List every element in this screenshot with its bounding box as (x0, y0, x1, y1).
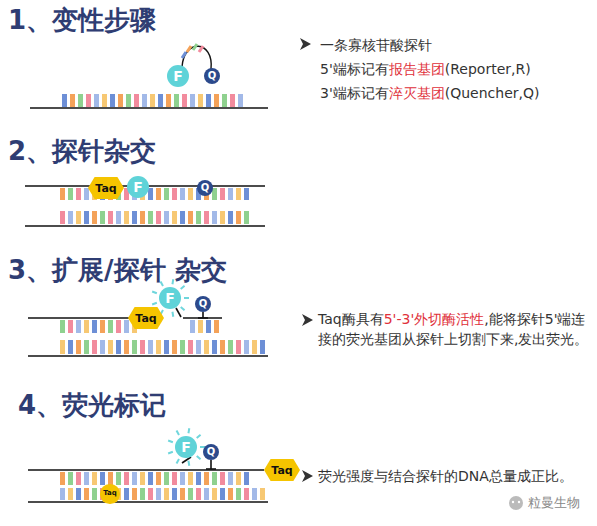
note-arrow (300, 38, 311, 50)
node-label: Taq (135, 313, 156, 324)
node-label: Q (207, 447, 216, 457)
probe-loop (182, 46, 211, 69)
highlight-text: 5'-3'外切酶活性 (384, 311, 485, 327)
note-text: 荧光强度与结合探针的DNA总量成正比。 (318, 466, 580, 486)
note-text: 荧光强度与结合探针的DNA总量成正比。 (318, 468, 573, 484)
step-heading: 1、变性步骤 (8, 2, 156, 40)
taq-hexagon: Taq (128, 307, 164, 329)
taq-hexagon: Taq (88, 177, 124, 199)
node-label: F (133, 180, 143, 194)
node-label: Q (208, 71, 217, 81)
linker (176, 308, 181, 317)
node-label: F (181, 440, 191, 454)
step-heading: 3、扩展/探针 杂交 (8, 255, 227, 285)
node-label: Q (201, 183, 210, 193)
highlight-text: 报告基团 (389, 61, 445, 77)
note-text: 3'端标记有淬灭基团(Quencher,Q) (320, 83, 539, 103)
watermark-icon (509, 496, 523, 510)
watermark-icon-eye (518, 501, 520, 503)
base-pairs (190, 320, 219, 333)
fluorescence-sparkle (168, 428, 205, 465)
reporter-circle: F (167, 65, 189, 87)
node-label: Q (199, 299, 208, 309)
base-pairs (60, 320, 137, 333)
node-label: F (173, 69, 183, 83)
note-text: 一条寡核苷酸探针 (320, 37, 432, 53)
dna-strand (28, 501, 268, 503)
step-heading: 2、探针杂交 (8, 136, 156, 166)
note-text: 5'端标记有报告基团(Reporter,R) (320, 59, 531, 79)
taq-dot: Taq (100, 484, 120, 504)
base-pairs (60, 340, 265, 354)
step-heading: 1、变性步骤 (8, 5, 156, 35)
note-text: 3'端标记有 (320, 85, 389, 101)
note-text: 一条寡核苷酸探针 (320, 35, 432, 55)
taq-hexagon: Taq (264, 459, 300, 481)
step-heading: 4、荧光标记 (18, 387, 166, 425)
node-label: F (165, 291, 175, 305)
quencher-circle: Q (203, 444, 219, 460)
quencher-circle: Q (195, 296, 211, 312)
watermark: 粒曼生物 (528, 495, 580, 510)
linker (206, 468, 216, 470)
highlight-text: 淬灭基团 (389, 85, 445, 101)
step-heading: 2、探针杂交 (8, 133, 156, 171)
reporter-circle: F (159, 287, 181, 309)
base-pairs (60, 472, 249, 485)
base-pairs (60, 188, 249, 200)
node-label: Taq (271, 465, 292, 476)
node-label: Taq (103, 490, 117, 497)
dna-strand (28, 355, 268, 357)
dna-strand (25, 225, 265, 227)
note-text: (Quencher,Q) (445, 85, 540, 101)
note-text: (Reporter,R) (445, 61, 531, 77)
probe-base (199, 46, 203, 52)
step-heading: 3、扩展/探针 杂交 (8, 252, 227, 290)
note-arrow (302, 314, 313, 326)
note-text: Taq酶具有5'-3'外切酶活性,能将探针5'端连接的荧光基团从探针上切割下来,… (318, 309, 590, 350)
quencher-circle: Q (197, 180, 213, 196)
dna-strand (183, 317, 222, 319)
dna-strand (30, 107, 268, 109)
reporter-circle: F (175, 436, 197, 458)
dna-strand (28, 469, 264, 471)
probe-base (182, 52, 186, 58)
note-text: Taq酶具有 (318, 311, 384, 327)
dna-strand (28, 317, 140, 319)
probe-base (193, 44, 197, 50)
linker (198, 317, 208, 319)
linker (202, 312, 204, 318)
note-arrow (302, 470, 313, 482)
step-heading: 4、荧光标记 (18, 390, 166, 420)
watermark: 粒曼生物 (528, 494, 580, 513)
linker (210, 460, 212, 469)
base-pairs (60, 488, 265, 500)
probe-base (187, 46, 191, 52)
reporter-circle: F (127, 176, 149, 198)
quencher-circle: Q (204, 68, 220, 84)
base-pairs (60, 211, 249, 224)
watermark-icon-eye (512, 501, 514, 503)
node-label: Taq (95, 183, 116, 194)
base-pairs (62, 94, 243, 107)
note-text: 5'端标记有 (320, 61, 389, 77)
